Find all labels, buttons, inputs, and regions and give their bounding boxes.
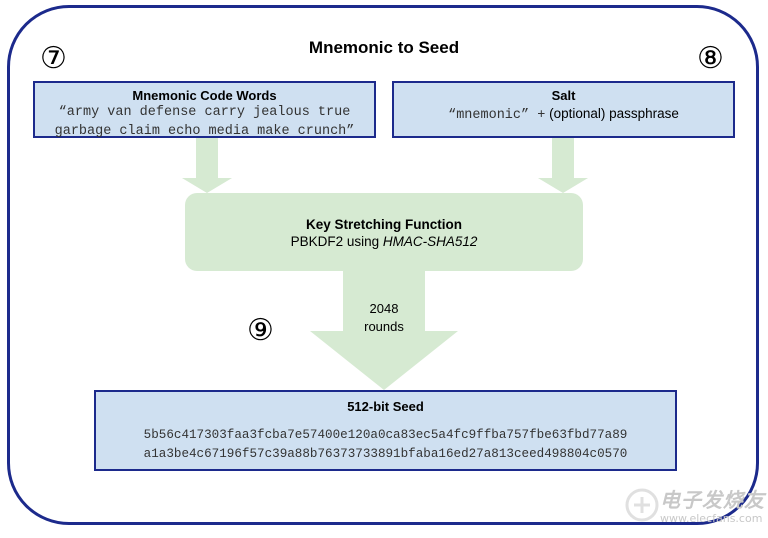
key-stretching-function-box: Key Stretching Function PBKDF2 using HMA… — [185, 193, 583, 271]
salt-passphrase-text: (optional) passphrase — [549, 106, 679, 121]
mnemonic-words-line-1: “army van defense carry jealous true — [58, 105, 351, 120]
step-marker-mnemonic: ⑦ — [40, 41, 67, 76]
rounds-count: 2048 — [369, 301, 399, 316]
watermark-logo-icon — [625, 488, 659, 522]
salt-box-title: Salt — [551, 88, 576, 103]
seed-hex-line-1: 5b56c417303faa3fcba7e57400e120a0ca83ec5a… — [143, 428, 628, 442]
outer-frame — [7, 5, 759, 525]
mnemonic-code-words-box: Mnemonic Code Words “army van defense ca… — [33, 81, 376, 139]
salt-box: Salt “mnemonic” + (optional) passphrase — [392, 81, 735, 138]
diagram-title: Mnemonic to Seed — [308, 38, 460, 57]
rounds-label: 2048 rounds — [344, 300, 424, 336]
mnemonic-words-line-2: garbage claim echo media make crunch” — [54, 124, 355, 139]
kdf-to-seed-arrow — [310, 271, 458, 390]
salt-formula: “mnemonic” + (optional) passphrase — [394, 106, 733, 125]
kdf-subtitle-hmac: HMAC-SHA512 — [382, 234, 478, 249]
watermark-text: 电子发烧友 — [660, 488, 765, 512]
kdf-title: Key Stretching Function — [305, 217, 462, 232]
watermark-url: www.elecfans.com — [660, 512, 763, 525]
kdf-subtitle-prefix: PBKDF2 using — [290, 234, 383, 249]
seed-box: 512-bit Seed 5b56c417303faa3fcba7e57400e… — [94, 390, 677, 471]
step-marker-rounds: ⑨ — [247, 313, 274, 348]
rounds-word: rounds — [364, 319, 404, 334]
seed-box-title: 512-bit Seed — [347, 399, 424, 414]
kdf-subtitle: PBKDF2 using HMAC-SHA512 — [185, 234, 583, 249]
salt-mnemonic-literal: “mnemonic” + — [448, 108, 546, 123]
seed-hex-line-2: a1a3be4c67196f57c39a88b76373733891bfaba1… — [143, 447, 628, 461]
salt-to-kdf-arrow — [538, 138, 588, 193]
mnemonic-box-title: Mnemonic Code Words — [132, 88, 277, 103]
mnemonic-to-kdf-arrow — [182, 138, 232, 193]
step-marker-salt: ⑧ — [697, 41, 724, 76]
